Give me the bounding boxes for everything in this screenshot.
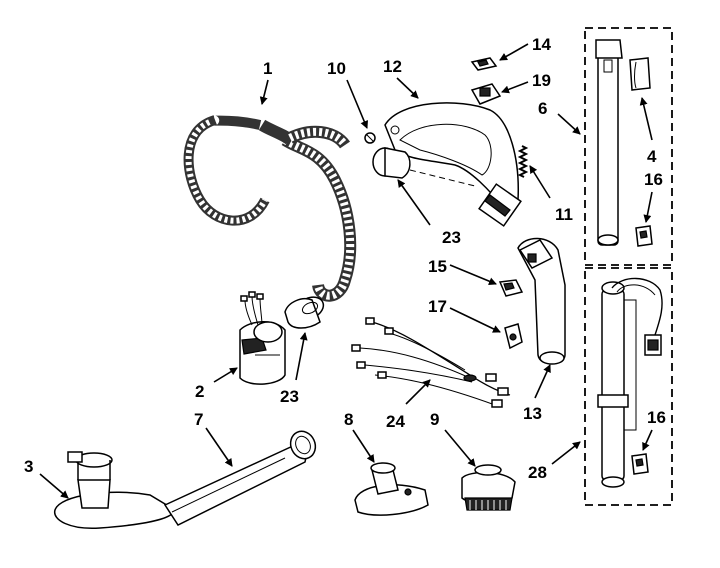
callout-8: 8 bbox=[344, 410, 353, 429]
leader-14 bbox=[499, 43, 529, 61]
leader-13 bbox=[534, 364, 551, 399]
wand-end-part-13 bbox=[517, 237, 566, 365]
leader-3 bbox=[39, 473, 69, 499]
callout-4: 4 bbox=[647, 147, 657, 166]
brush-part-9 bbox=[461, 464, 516, 511]
callout-14: 14 bbox=[532, 35, 551, 54]
callout-23-upper: 23 bbox=[442, 228, 461, 247]
hose-part bbox=[183, 115, 357, 302]
clip-part-14 bbox=[470, 57, 498, 71]
callout-7: 7 bbox=[194, 410, 203, 429]
leader-12 bbox=[396, 77, 419, 99]
swivel-part-2 bbox=[239, 291, 286, 385]
handle-part-12 bbox=[384, 102, 522, 227]
latch-part-15 bbox=[498, 279, 524, 297]
dashed-box-lower bbox=[584, 267, 673, 506]
callout-9: 9 bbox=[430, 410, 439, 429]
dashed-box-upper bbox=[584, 27, 673, 266]
cropped-header-remnant bbox=[0, 0, 720, 3]
callout-23-lower: 23 bbox=[280, 387, 299, 406]
upholstery-tool-part-8 bbox=[354, 462, 429, 516]
callout-12: 12 bbox=[383, 57, 402, 76]
callout-13: 13 bbox=[523, 404, 542, 423]
leader-8 bbox=[352, 429, 375, 463]
wire-harness-part-24 bbox=[351, 317, 511, 408]
leader-4 bbox=[639, 97, 653, 141]
callout-3: 3 bbox=[24, 457, 33, 476]
leader-10 bbox=[346, 79, 368, 129]
callout-19: 19 bbox=[532, 71, 551, 90]
wand-part-28 bbox=[597, 277, 663, 488]
button-part-17 bbox=[504, 323, 523, 350]
leader-1 bbox=[259, 79, 269, 105]
floor-tool-part-3 bbox=[54, 451, 176, 529]
callout-16-lower: 16 bbox=[647, 408, 666, 427]
leader-19 bbox=[501, 81, 529, 94]
switch-part-19 bbox=[470, 83, 502, 105]
callout-28: 28 bbox=[528, 463, 547, 482]
leader-2 bbox=[213, 367, 238, 383]
leader-16-upper bbox=[643, 191, 653, 223]
callout-1: 1 bbox=[263, 59, 272, 78]
crevice-tool-part-7 bbox=[163, 430, 317, 526]
callout-24: 24 bbox=[386, 412, 405, 431]
wand-part-6 bbox=[595, 39, 623, 246]
clip-part-16-lower bbox=[631, 453, 649, 475]
leader-11 bbox=[529, 165, 551, 199]
coupler-part-23-upper bbox=[372, 147, 476, 187]
screw-part-10 bbox=[364, 132, 376, 144]
coupler-part-23-lower bbox=[284, 296, 325, 329]
leader-16-lower bbox=[642, 429, 653, 451]
leader-17 bbox=[449, 307, 501, 333]
leader-15 bbox=[449, 264, 497, 286]
leader-23-lower bbox=[295, 332, 308, 381]
callout-11: 11 bbox=[555, 205, 573, 224]
callout-6: 6 bbox=[538, 99, 547, 118]
callout-10: 10 bbox=[327, 59, 346, 78]
callout-2: 2 bbox=[195, 382, 204, 401]
spring-part-11 bbox=[517, 145, 529, 178]
leader-24 bbox=[405, 379, 431, 405]
leader-28 bbox=[551, 441, 581, 465]
leader-6 bbox=[557, 113, 581, 135]
clip-part-16-upper bbox=[635, 225, 653, 247]
callout-16-upper: 16 bbox=[644, 170, 663, 189]
leader-7 bbox=[205, 427, 233, 467]
callout-15: 15 bbox=[428, 257, 447, 276]
leader-9 bbox=[444, 429, 476, 467]
sleeve-part-4 bbox=[629, 57, 651, 91]
leader-23-upper bbox=[397, 179, 431, 226]
callout-17: 17 bbox=[428, 297, 447, 316]
